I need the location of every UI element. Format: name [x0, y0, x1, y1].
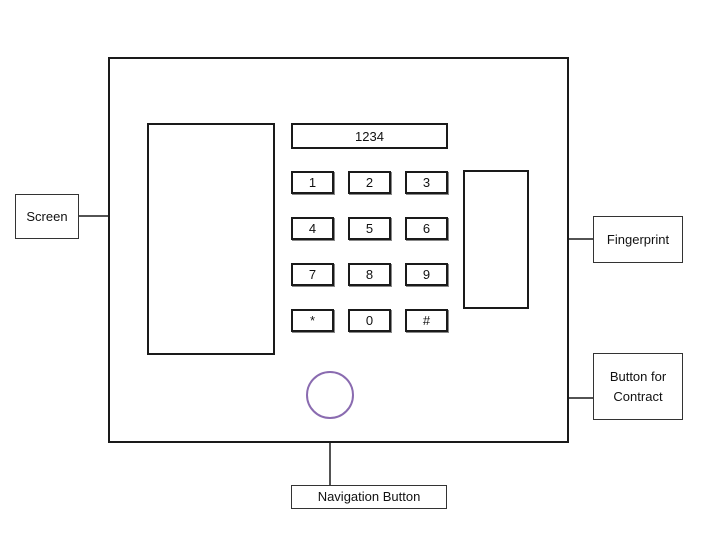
- device-screen: [147, 123, 275, 355]
- key-1[interactable]: 1: [291, 171, 334, 194]
- screen-callout: Screen: [15, 194, 79, 239]
- navigation-button[interactable]: [306, 371, 354, 419]
- fingerprint-sensor[interactable]: [463, 170, 529, 309]
- key-3[interactable]: 3: [405, 171, 448, 194]
- key-6[interactable]: 6: [405, 217, 448, 240]
- key-4[interactable]: 4: [291, 217, 334, 240]
- fingerprint-callout: Fingerprint: [593, 216, 683, 263]
- pin-display-value: 1234: [355, 128, 384, 144]
- navigation-button-callout-label: Navigation Button: [317, 489, 421, 505]
- contract-button-callout: Button for Contract: [593, 353, 683, 420]
- contract-button-callout-label: Button for Contract: [609, 369, 667, 404]
- fingerprint-callout-label: Fingerprint: [606, 231, 670, 247]
- pin-display: 1234: [291, 123, 448, 149]
- key-star[interactable]: *: [291, 309, 334, 332]
- key-7[interactable]: 7: [291, 263, 334, 286]
- key-9[interactable]: 9: [405, 263, 448, 286]
- key-5[interactable]: 5: [348, 217, 391, 240]
- key-8[interactable]: 8: [348, 263, 391, 286]
- navigation-button-callout: Navigation Button: [291, 485, 447, 509]
- key-0-contract-button[interactable]: 0: [348, 309, 391, 332]
- screen-callout-label: Screen: [26, 208, 68, 224]
- key-hash[interactable]: #: [405, 309, 448, 332]
- key-2[interactable]: 2: [348, 171, 391, 194]
